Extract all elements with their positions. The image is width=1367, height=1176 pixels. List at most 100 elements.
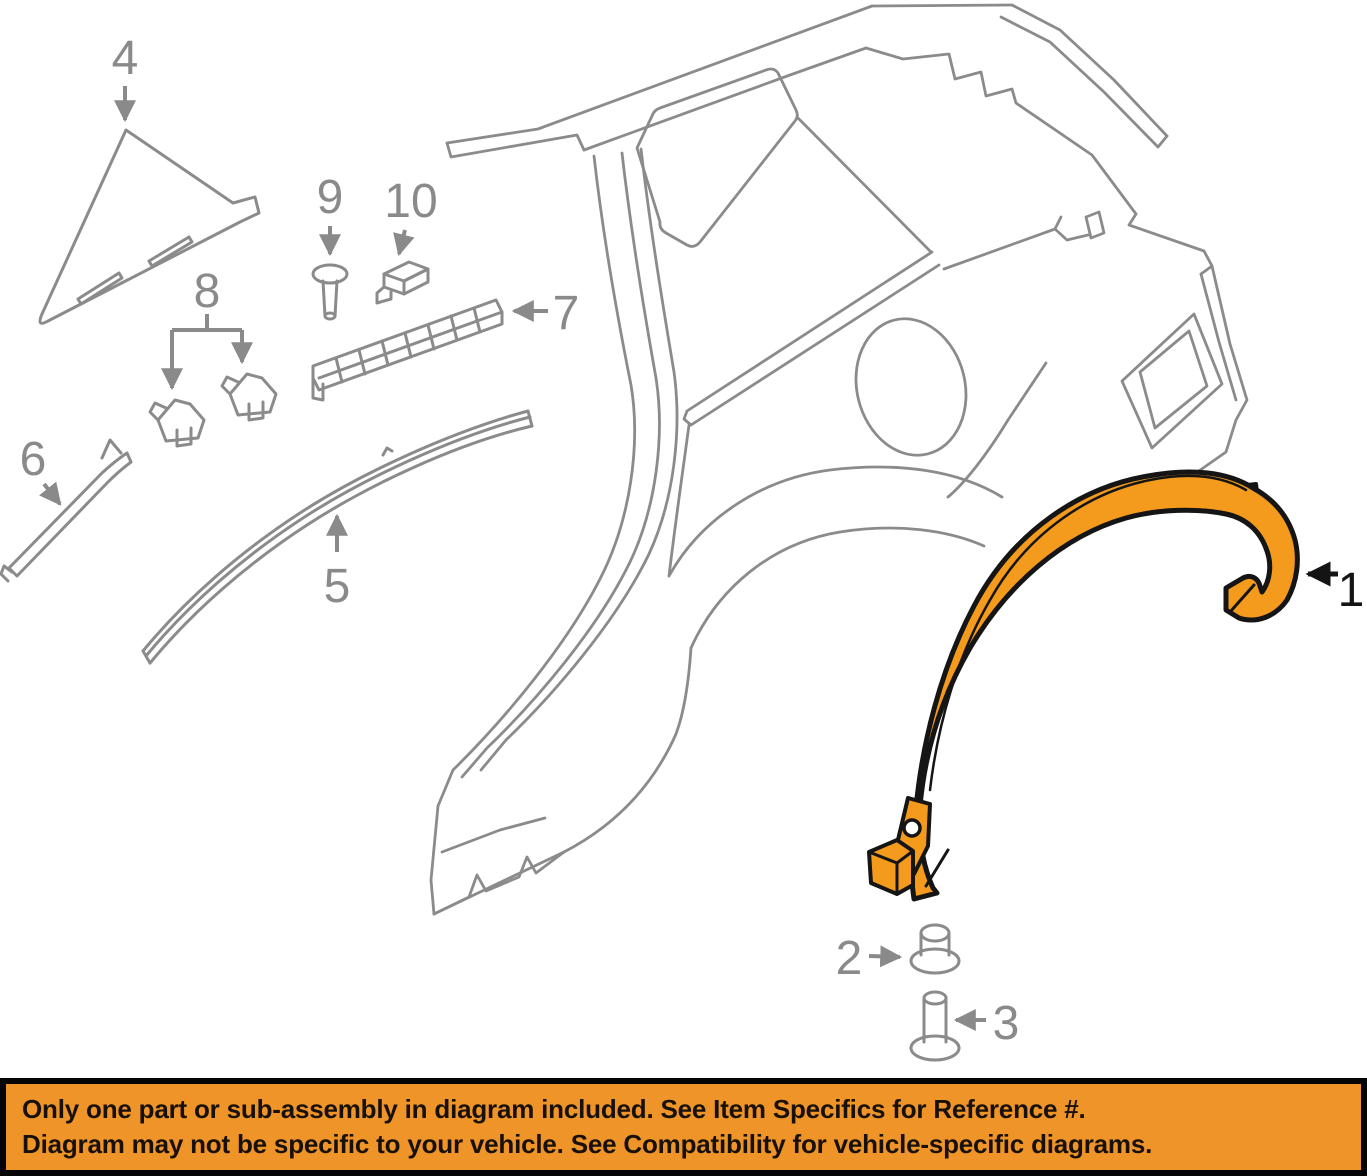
grommet-top (919, 923, 951, 943)
pin3-shaft (922, 996, 948, 1044)
pin3-flange (909, 1034, 961, 1062)
pillar-strip-foot (0, 564, 14, 583)
rocker-inner-line (440, 816, 547, 854)
molding-hook-slash (1228, 583, 1256, 614)
belt-rear-connector (942, 215, 1090, 271)
pillar-strip-flag (100, 438, 123, 460)
disclaimer-line-2: Diagram may not be specific to your vehi… (22, 1129, 1153, 1159)
exploded-parts-drawing: 4 9 10 8 7 6 (0, 3, 1365, 1062)
drip-rail-outer (1010, 3, 1169, 138)
c-pillar-crease (795, 115, 932, 253)
part-2-grommet (909, 923, 961, 975)
wheel-arch-outer (667, 465, 1004, 578)
disclaimer-line-1: Only one part or sub-assembly in diagram… (22, 1094, 1086, 1124)
callout-2-arrow (868, 945, 903, 968)
callout-4-label: 4 (112, 32, 139, 85)
b-pillar-line-right (479, 147, 679, 772)
callout-8-label: 8 (194, 265, 221, 318)
callout-9: 9 (317, 171, 344, 257)
rocker-left-edge (429, 804, 440, 916)
callout-1: 1 (1305, 561, 1365, 617)
b-pillar-line-left (436, 154, 636, 808)
beltline-lower (689, 263, 941, 427)
roof-molding-step (381, 446, 394, 457)
callout-5-label: 5 (324, 560, 351, 613)
callout-8-bracket (172, 314, 242, 332)
corner-trim-outline (38, 128, 261, 325)
rocker-notched-edge (432, 850, 566, 916)
tail-lamp-recess-inner (1138, 329, 1209, 430)
rear-edge-inner (1199, 272, 1238, 402)
callout-10-label: 10 (384, 175, 437, 228)
callout-2: 2 (836, 932, 903, 985)
molding-arch-band (906, 469, 1300, 902)
part-10-clip (375, 260, 430, 305)
part-3-pin (909, 990, 961, 1062)
callout-10-arrow (393, 229, 415, 257)
clip10-right-face (402, 267, 430, 296)
callout-6: 6 (20, 433, 62, 506)
roof-molding-top-edge (141, 409, 530, 653)
rear-corner-cut (1127, 212, 1214, 276)
pin-tip (323, 311, 337, 321)
callout-1-label: 1 (1338, 564, 1365, 617)
molding-bracket-hole (902, 818, 922, 838)
part-8-clips (148, 372, 278, 448)
callout-3: 3 (953, 997, 1020, 1050)
quarter-panel-body-outline (429, 3, 1249, 916)
rear-crease (946, 361, 1048, 499)
disclaimer-banner: Only one part or sub-assembly in diagram… (0, 1078, 1367, 1176)
callout-7: 7 (511, 287, 580, 340)
callout-4: 4 (112, 32, 139, 123)
wheel-arch-inner (689, 526, 986, 650)
part-4-corner-trim (38, 128, 261, 325)
pin3-top (922, 990, 948, 1006)
pillar-strip-body (7, 451, 133, 578)
part-5-roof-molding (141, 409, 534, 665)
clip-a-tab (148, 401, 168, 422)
drip-rail-inner (999, 15, 1169, 149)
callout-9-label: 9 (317, 171, 344, 224)
molding-bracket-box (867, 838, 915, 896)
quarter-glass-opening (635, 67, 799, 248)
clip-a-body (156, 398, 206, 443)
roof-rail-end-cap (445, 133, 586, 159)
clip10-flap (375, 285, 393, 305)
fuel-filler-opening (854, 317, 968, 457)
callout-5: 5 (324, 513, 351, 613)
clip-b-body (228, 372, 278, 417)
callout-7-label: 7 (553, 287, 580, 340)
rocker-to-arch-edge (562, 646, 693, 854)
part-1-wheel-arch-molding-highlighted (867, 469, 1300, 902)
part-7-retainer-strip (311, 298, 504, 402)
clip-b-tab (220, 375, 240, 396)
clip-b-notch (247, 400, 265, 422)
part-9-push-pin (311, 263, 349, 321)
grommet-flange (909, 947, 961, 975)
callout-6-label: 6 (20, 433, 47, 486)
quarter-front-edge (667, 423, 691, 578)
corner-trim-slot (76, 271, 124, 306)
roof-rail-lower-edge (582, 46, 868, 152)
pin-head (311, 263, 349, 285)
roof-rail-line (445, 4, 874, 145)
callout-10: 10 (384, 175, 438, 257)
roof-molding-crease (144, 415, 532, 658)
corner-trim-slot (147, 235, 194, 268)
clip10-left-face (382, 272, 406, 296)
roof-molding-bottom-edge (148, 424, 534, 665)
tail-lamp-recess-outer (1120, 312, 1224, 450)
callout-3-label: 3 (993, 997, 1020, 1050)
callout-2-label: 2 (836, 932, 863, 985)
b-pillar-line-mid (460, 151, 661, 779)
retainer-segments (334, 306, 482, 384)
pillar-notch (1084, 210, 1106, 240)
retainer-crease (317, 310, 504, 380)
molding-bottom-slash (924, 848, 950, 888)
callout-6-arrow (39, 481, 62, 506)
part-6-pillar-strip (0, 438, 133, 583)
callouts: 4 9 10 8 7 6 (20, 32, 1365, 1050)
pin-stem (321, 279, 339, 318)
molding-edge-highlight (928, 474, 1248, 792)
